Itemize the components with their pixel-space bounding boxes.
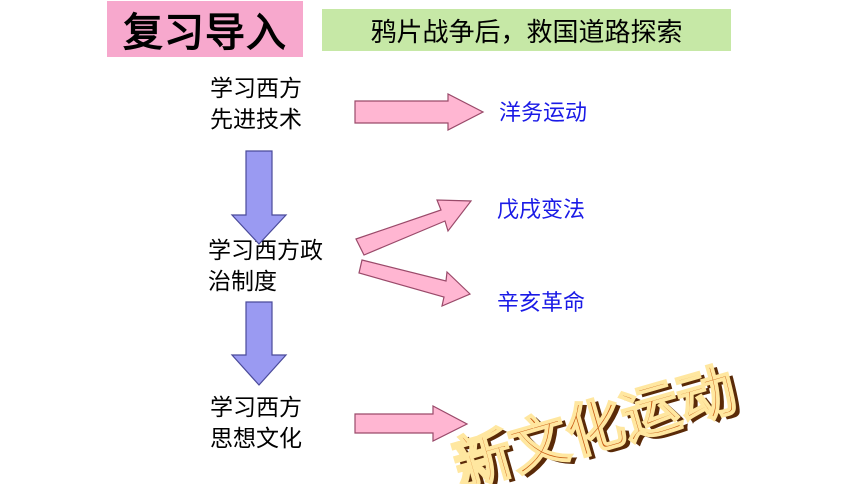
right-arrow <box>354 405 469 442</box>
stage-line-1: 学习西方 <box>210 76 302 102</box>
stage-technology-label: 学习西方 先进技术 <box>210 74 302 136</box>
stage-line-2: 先进技术 <box>210 107 302 133</box>
stage-line-2: 思想文化 <box>210 426 302 452</box>
stage-line-2: 治制度 <box>208 269 277 295</box>
result-westernization: 洋务运动 <box>499 101 588 126</box>
stage-culture-label: 学习西方 思想文化 <box>210 393 302 455</box>
highlight-wordart: 新文化运动 新文化运动 <box>445 354 748 484</box>
down-arrow <box>230 150 288 245</box>
right-arrow <box>358 259 472 308</box>
stage-political-label: 学习西方政 治制度 <box>208 236 323 298</box>
stage-line-1: 学习西方 <box>210 395 302 421</box>
right-arrow <box>354 93 485 131</box>
result-revolution-1911: 辛亥革命 <box>497 291 586 316</box>
down-arrow <box>230 301 288 386</box>
title-box: 复习导入 <box>107 1 303 57</box>
subtitle-box: 鸦片战争后，救国道路探索 <box>322 9 731 51</box>
right-arrow <box>355 199 473 256</box>
page-title: 复习导入 <box>123 10 287 56</box>
result-reform-1898: 戊戌变法 <box>497 198 586 223</box>
page-subtitle: 鸦片战争后，救国道路探索 <box>370 17 683 48</box>
stage-line-1: 学习西方政 <box>208 238 323 264</box>
